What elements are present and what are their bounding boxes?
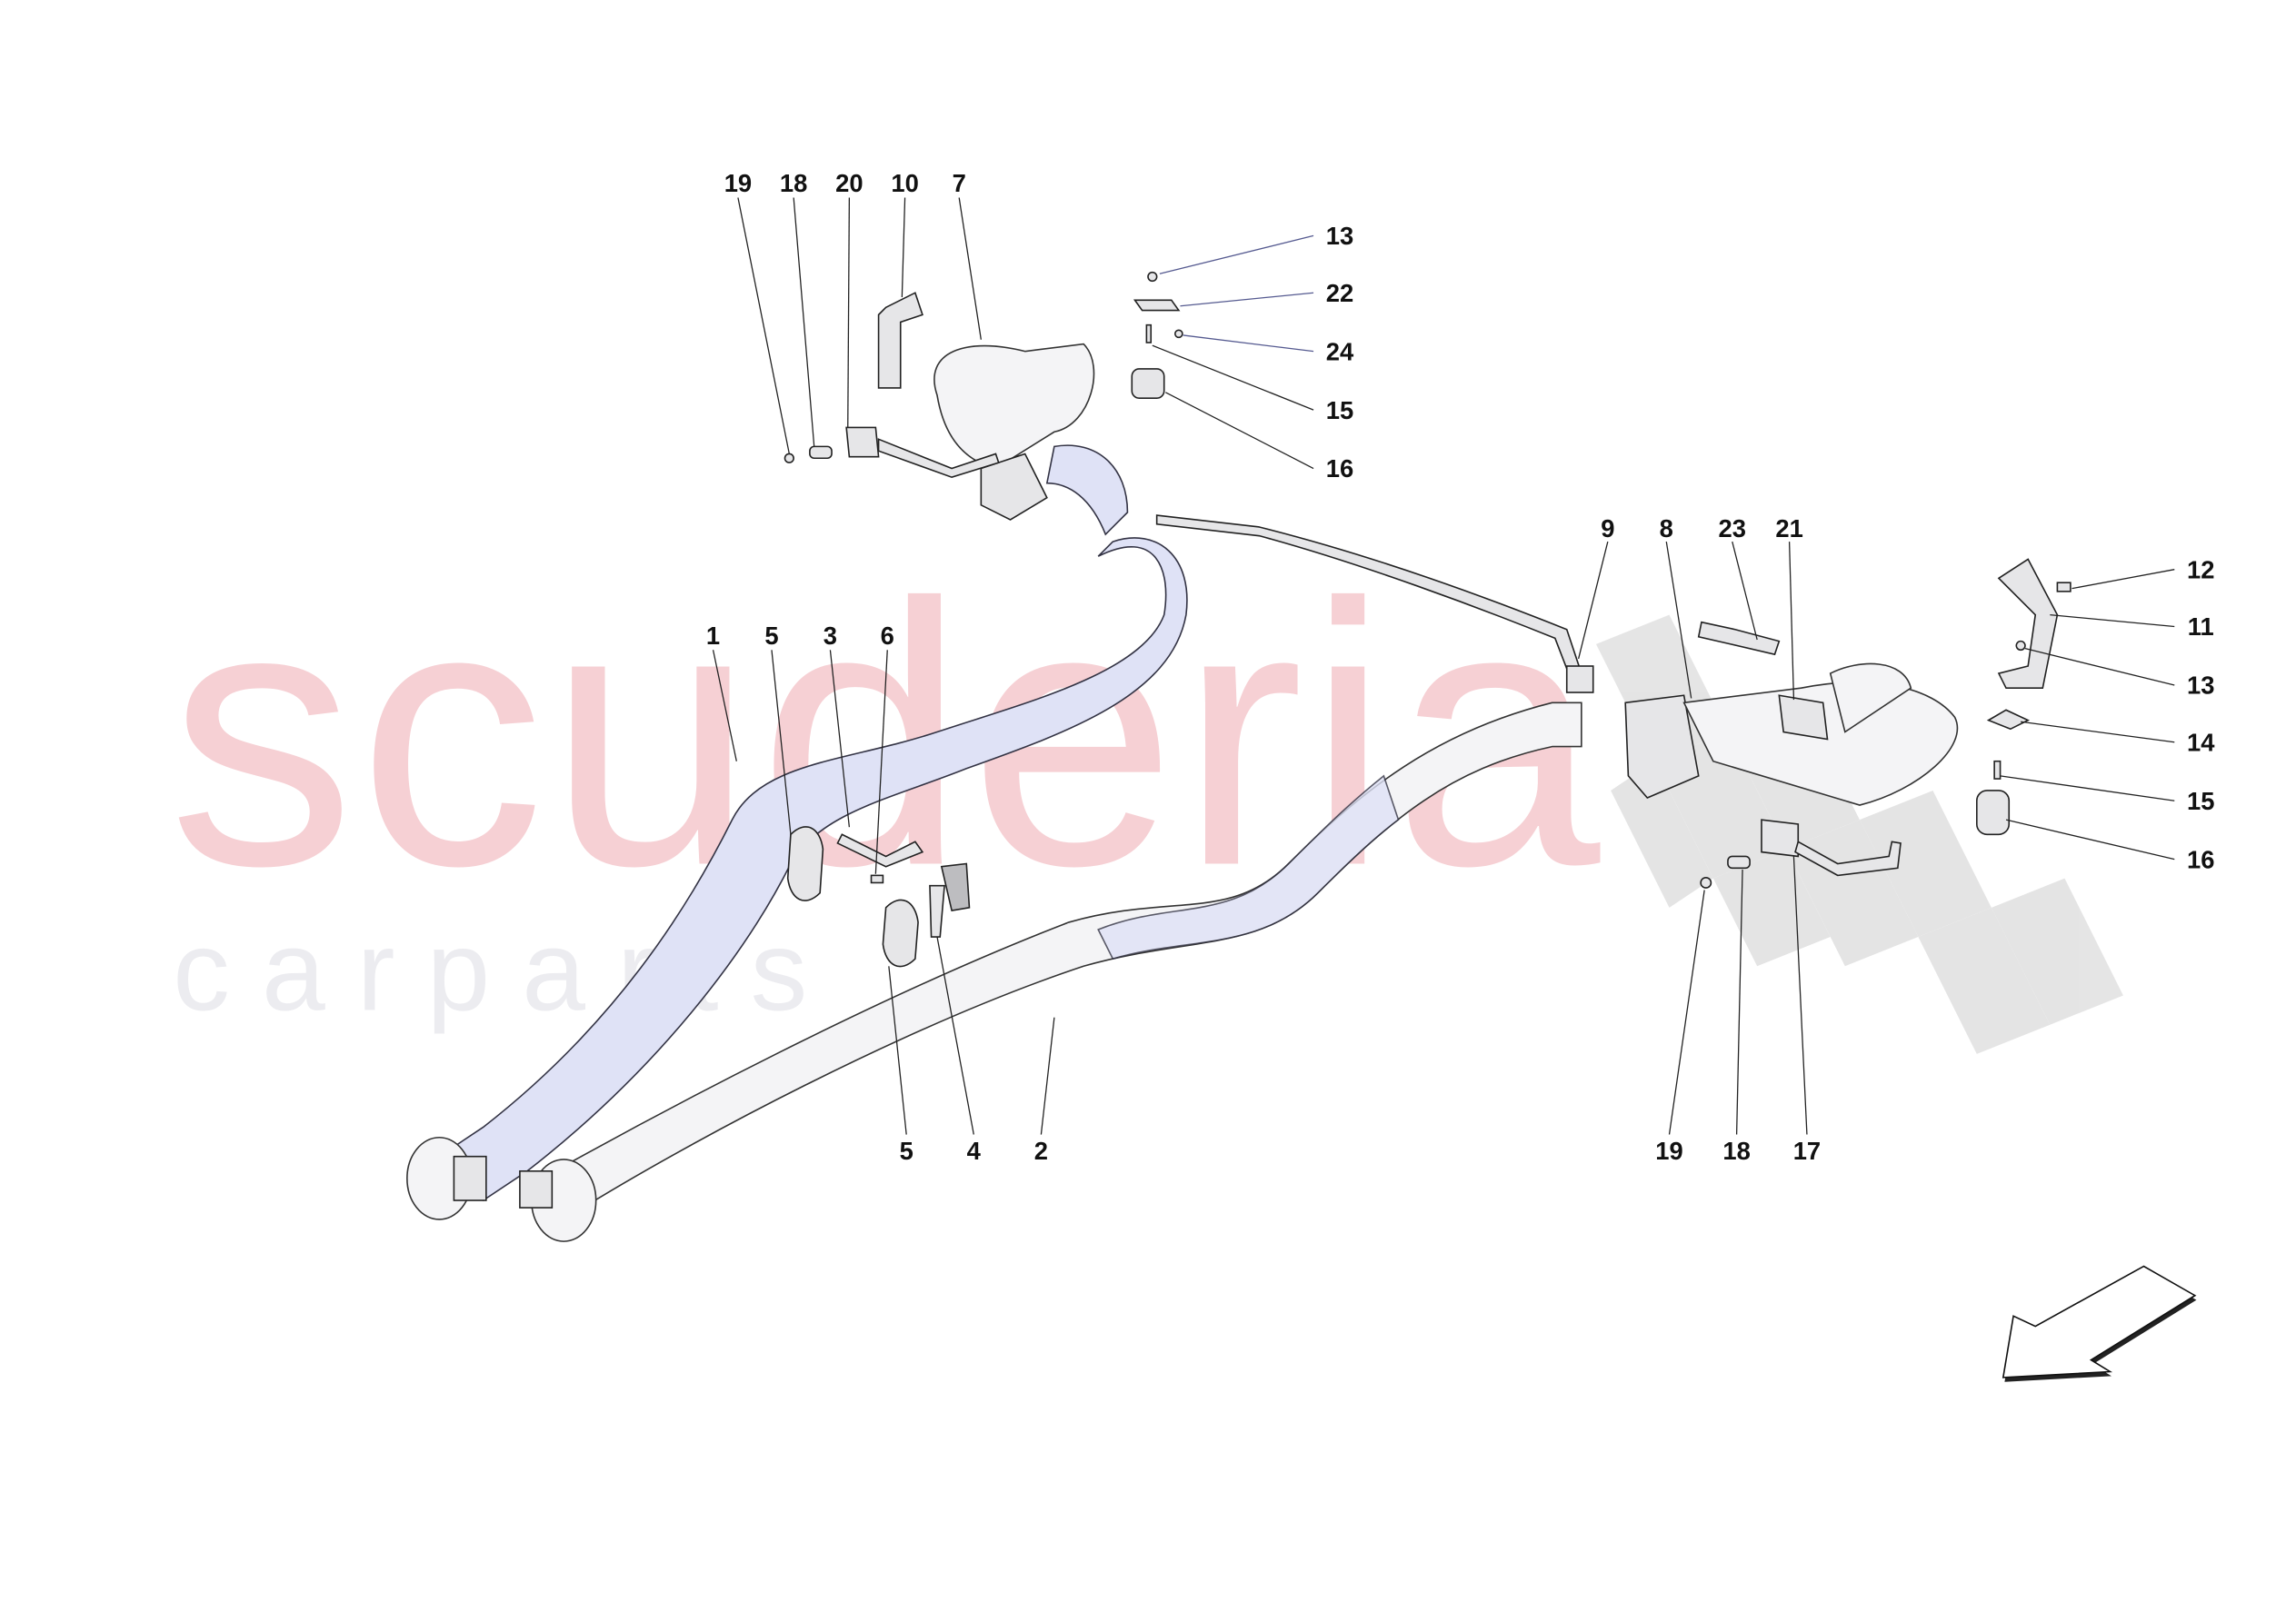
part-19-nut-right[interactable] [1700, 876, 1712, 889]
watermark-scuderia: scuderia [168, 526, 1602, 943]
part-8-valve[interactable] [1624, 662, 1959, 806]
callout-16[interactable]: 16 [2187, 845, 2214, 873]
part-21-bracket[interactable] [1778, 694, 1829, 741]
leader-lines [712, 197, 2175, 1135]
part-3-pipe[interactable] [836, 833, 924, 868]
callout-labels: 19 18 20 10 7 13 22 24 15 16 9 8 23 21 1… [706, 169, 2215, 1165]
part-5-rubber-mount[interactable] [786, 826, 919, 968]
callout-8[interactable]: 8 [1660, 514, 1673, 542]
direction-arrow-icon [2002, 1265, 2197, 1382]
part-15-bolt-top[interactable] [1145, 323, 1153, 343]
callout-13[interactable]: 13 [1326, 222, 1353, 250]
watermark: scuderia c a r p a r t s [168, 526, 2123, 1054]
part-20-hanger[interactable] [845, 426, 1000, 479]
callout-18[interactable]: 18 [780, 169, 807, 197]
part-13-nut-top[interactable] [1147, 271, 1158, 283]
callout-3[interactable]: 3 [824, 622, 837, 650]
part-12-bolt[interactable] [2056, 582, 2071, 592]
callout-1[interactable]: 1 [706, 622, 720, 650]
callout-12[interactable]: 12 [2187, 555, 2214, 583]
callout-24[interactable]: 24 [1326, 337, 1354, 365]
part-13-nut-right[interactable] [2015, 640, 2026, 652]
callout-15[interactable]: 15 [1326, 396, 1353, 424]
callout-11[interactable]: 11 [2188, 612, 2214, 641]
part-23-bracket[interactable] [1697, 621, 1781, 656]
callout-19[interactable]: 19 [724, 169, 752, 197]
part-19-nut[interactable] [784, 453, 794, 463]
callout-21[interactable]: 21 [1775, 514, 1802, 542]
part-2-pipe[interactable] [540, 702, 1582, 1217]
part-22-bracket[interactable] [1133, 299, 1181, 312]
callout-5[interactable]: 5 [900, 1137, 913, 1165]
part-9-rod[interactable] [1155, 514, 1594, 693]
callout-16[interactable]: 16 [1326, 454, 1353, 483]
part-18-gasket[interactable] [809, 445, 833, 460]
part-16-rubber-mount-top[interactable] [1131, 368, 1165, 400]
callout-4[interactable]: 4 [967, 1137, 982, 1165]
part-18-gasket-right[interactable] [1727, 855, 1751, 870]
part-7-valve-housing[interactable] [933, 343, 1129, 536]
callout-20[interactable]: 20 [835, 169, 863, 197]
callout-18[interactable]: 18 [1722, 1137, 1750, 1165]
callout-23[interactable]: 23 [1719, 514, 1746, 542]
callout-6[interactable]: 6 [881, 622, 894, 650]
part-4-hook[interactable] [929, 862, 971, 938]
callout-10[interactable]: 10 [891, 169, 918, 197]
callout-22[interactable]: 22 [1326, 279, 1353, 307]
callout-17[interactable]: 17 [1793, 1137, 1821, 1165]
callout-15[interactable]: 15 [2187, 787, 2214, 815]
part-14-washer[interactable] [1986, 709, 2031, 731]
part-11-bracket[interactable] [1997, 558, 2059, 689]
tailpipe-tips [406, 1136, 597, 1242]
part-16-rubber-mount-right[interactable] [1976, 790, 2011, 836]
callout-5[interactable]: 5 [764, 622, 778, 650]
part-24-nut[interactable] [1173, 329, 1183, 339]
part-6-bolt[interactable] [870, 874, 884, 884]
part-15-bolt-right[interactable] [1993, 760, 2002, 780]
callout-7[interactable]: 7 [953, 169, 966, 197]
callout-2[interactable]: 2 [1034, 1137, 1048, 1165]
callout-13[interactable]: 13 [2187, 672, 2214, 700]
part-10-bracket[interactable] [877, 292, 923, 389]
callout-19[interactable]: 19 [1655, 1137, 1682, 1165]
callout-14[interactable]: 14 [2187, 728, 2215, 756]
callout-9[interactable]: 9 [1601, 514, 1614, 542]
part-17-hanger[interactable] [1761, 819, 1902, 877]
